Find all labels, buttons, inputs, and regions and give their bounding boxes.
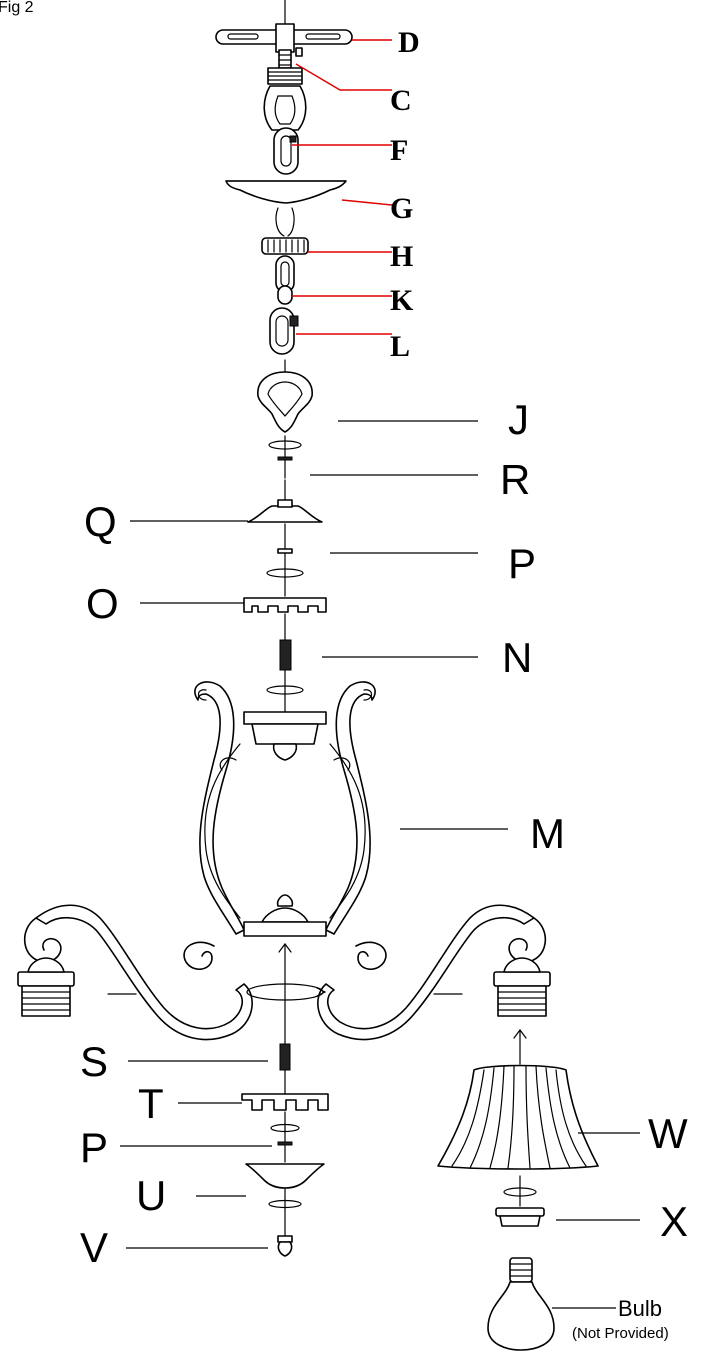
label-n: N [502, 634, 532, 681]
label-s: S [80, 1038, 108, 1085]
label-o: O [86, 580, 119, 627]
part-t-cup [241, 1093, 329, 1111]
part-q-cap [247, 479, 323, 523]
label-p1: P [508, 540, 536, 587]
label-t: T [138, 1080, 164, 1127]
part-g-canopy [225, 180, 347, 204]
label-u: U [136, 1172, 166, 1219]
part-x-holder [495, 1175, 545, 1227]
label-d: D [398, 26, 420, 59]
label-g: G [390, 192, 413, 225]
figure-title: Fig 2 [0, 0, 34, 16]
part-u-cap [245, 1163, 325, 1237]
swivel-arrows-3 [246, 943, 327, 1045]
label-q: Q [84, 498, 117, 545]
label-r: R [500, 456, 530, 503]
part-v-finial [277, 1235, 293, 1257]
swivel-arrows-4 [270, 1111, 300, 1163]
label-p2: P [80, 1124, 108, 1171]
leader-c [295, 63, 392, 91]
label-l: L [390, 330, 410, 363]
bulb-note: (Not Provided) [572, 1325, 669, 1342]
part-c-nipple [267, 47, 303, 85]
part-d-crossbar [215, 0, 353, 53]
part-h-collar-ring [261, 207, 309, 255]
swivel-arrows-1 [268, 435, 302, 479]
part-m-frame [17, 681, 551, 1041]
label-v: V [80, 1224, 108, 1271]
label-c: C [390, 84, 412, 117]
label-f: F [390, 134, 408, 167]
leader-g [341, 199, 393, 206]
part-s-nipple [279, 1043, 291, 1095]
bulb-drawing [487, 1257, 555, 1351]
label-w: W [648, 1110, 688, 1157]
part-j-loop [257, 371, 313, 433]
part-l-link [269, 307, 299, 355]
bulb-label: Bulb [618, 1296, 662, 1321]
part-w-shade [437, 1029, 599, 1170]
part-n-nipple [266, 613, 304, 713]
part-f-loop-chain [263, 85, 307, 175]
label-j: J [508, 396, 529, 443]
swivel-arrows-2 [266, 523, 304, 597]
part-o-cup [243, 597, 327, 613]
label-h: H [390, 240, 413, 273]
label-x: X [660, 1198, 688, 1245]
part-k-chain [275, 255, 295, 305]
label-m: M [530, 810, 565, 857]
label-k: K [390, 284, 414, 317]
